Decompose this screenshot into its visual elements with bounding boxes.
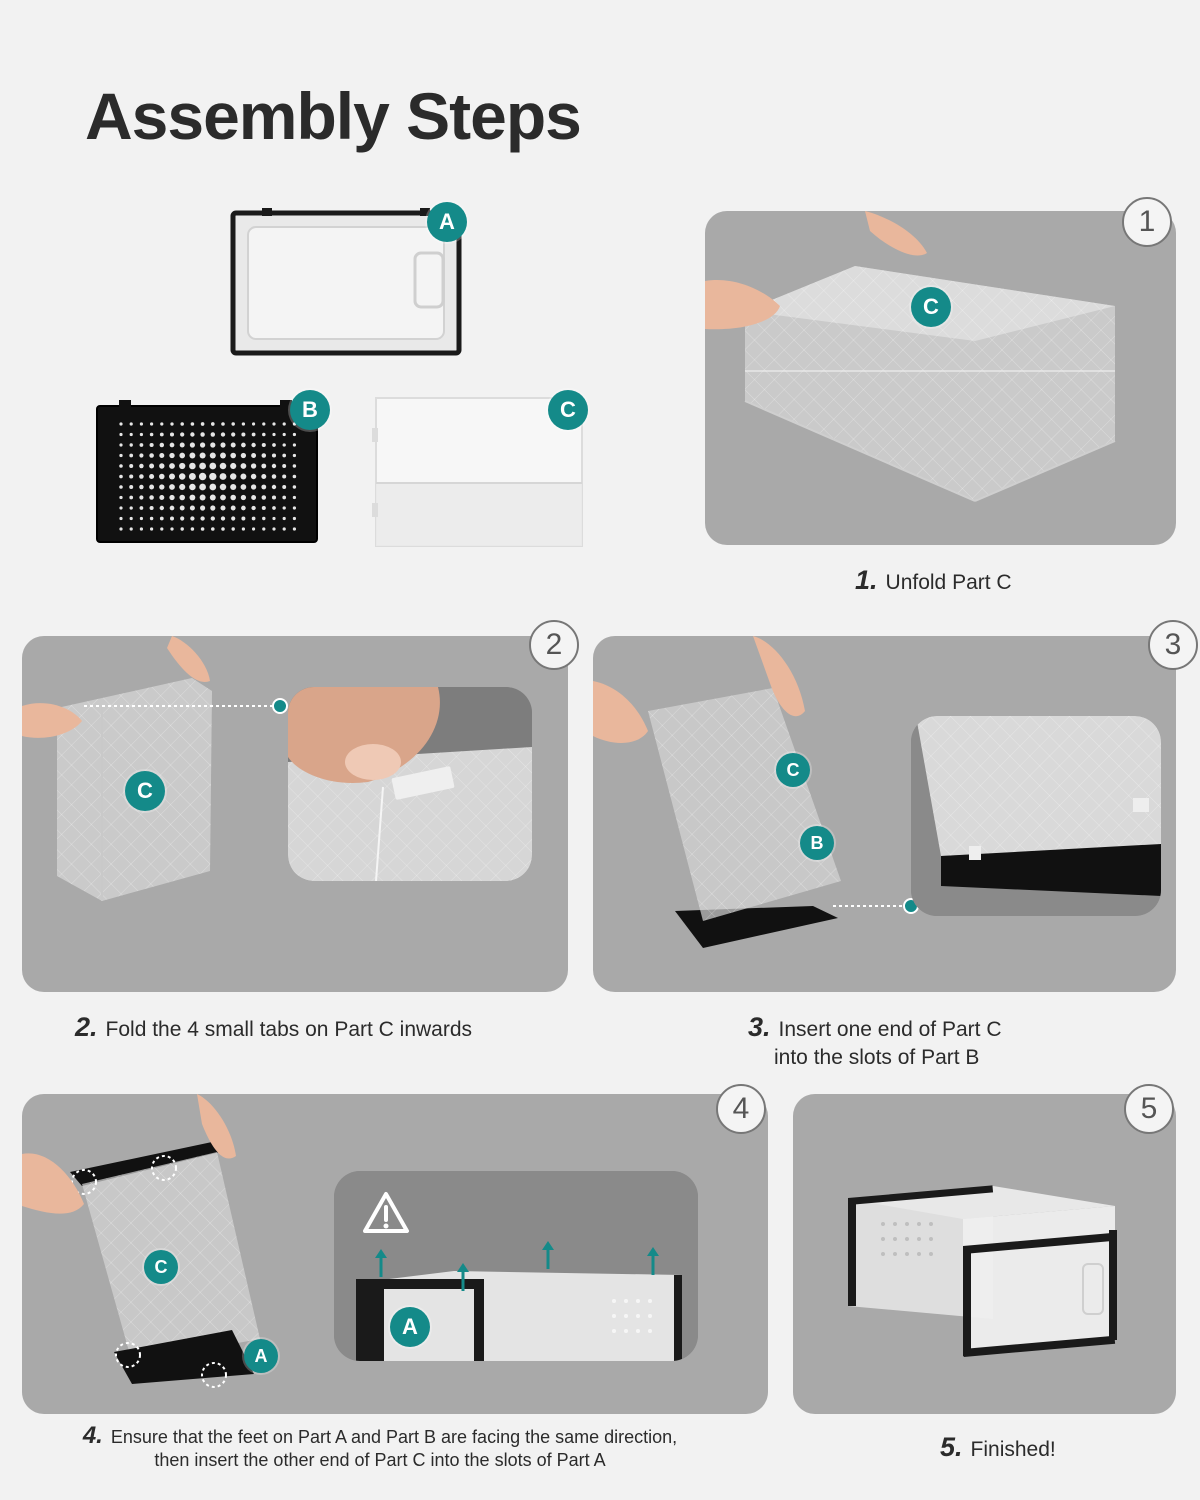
step-1-illustration [705, 211, 1116, 502]
step-3-caption-line-1: Insert one end of Part C [778, 1018, 1002, 1041]
step-1-number: 1 [1122, 197, 1172, 247]
part-b-image [96, 400, 318, 543]
step-4-inset: A [334, 1171, 698, 1361]
step-2-caption-num: 2. [75, 1012, 98, 1042]
step-2-inset-illustration [288, 687, 532, 881]
step-3-panel: C B [593, 636, 1176, 992]
warning-icon [363, 1192, 409, 1233]
part-c-image [372, 397, 583, 547]
step-5-panel [793, 1094, 1176, 1414]
step-3-caption: 3. Insert one end of Part C into the slot… [748, 1013, 1002, 1072]
step-1-caption-text: Unfold Part C [885, 571, 1012, 594]
part-a-badge: A [427, 202, 467, 242]
page-title: Assembly Steps [85, 79, 582, 153]
step-2-inset [288, 687, 532, 881]
step-4-badge-a: A [244, 1339, 278, 1373]
step-2-number: 2 [529, 620, 579, 670]
step-1-panel: C [705, 211, 1176, 545]
step-4-caption-line-1: Ensure that the feet on Part A and Part … [110, 1427, 678, 1447]
step-4-caption: 4. Ensure that the feet on Part A and Par… [30, 1424, 730, 1472]
step-4-panel: C A [22, 1094, 768, 1414]
step-3-caption-num: 3. [748, 1012, 771, 1042]
part-a-image [230, 208, 462, 356]
step-5-caption-text: Finished! [970, 1438, 1056, 1461]
step-4-caption-line-2: then insert the other end of Part C into… [154, 1450, 606, 1470]
arrow-up-icon [375, 1249, 387, 1277]
step-1-badge-c: C [911, 287, 951, 327]
step-5-number: 5 [1124, 1084, 1174, 1134]
part-c-badge: C [548, 390, 588, 430]
step-2-badge-c: C [125, 771, 165, 811]
step-4-caption-num: 4. [82, 1422, 103, 1449]
step-4-inset-badge-a: A [390, 1307, 430, 1347]
step-2-caption-text: Fold the 4 small tabs on Part C inwards [105, 1018, 473, 1041]
step-2-caption: 2. Fold the 4 small tabs on Part C inward… [75, 1013, 472, 1044]
step-3-number: 3 [1148, 620, 1198, 670]
step-3-badge-b: B [800, 826, 834, 860]
step-3-inset-illustration [911, 716, 1161, 916]
step-3-badge-c: C [776, 753, 810, 787]
step-1-caption-num: 1. [855, 565, 878, 595]
step-1-caption: 1. Unfold Part C [855, 566, 1012, 597]
step-3-caption-line-2: into the slots of Part B [774, 1046, 980, 1069]
arrow-up-icon [647, 1247, 659, 1275]
arrow-up-icon [457, 1263, 469, 1291]
step-3-illustration [593, 636, 919, 948]
part-b-badge: B [290, 390, 330, 430]
step-4-badge-c: C [144, 1250, 178, 1284]
step-3-inset [911, 716, 1161, 916]
step-5-illustration [848, 1185, 1117, 1357]
step-2-panel: C [22, 636, 568, 992]
step-5-caption: 5. Finished! [940, 1433, 1056, 1464]
arrow-up-icon [542, 1241, 554, 1269]
step-4-number: 4 [716, 1084, 766, 1134]
step-5-caption-num: 5. [940, 1432, 963, 1462]
